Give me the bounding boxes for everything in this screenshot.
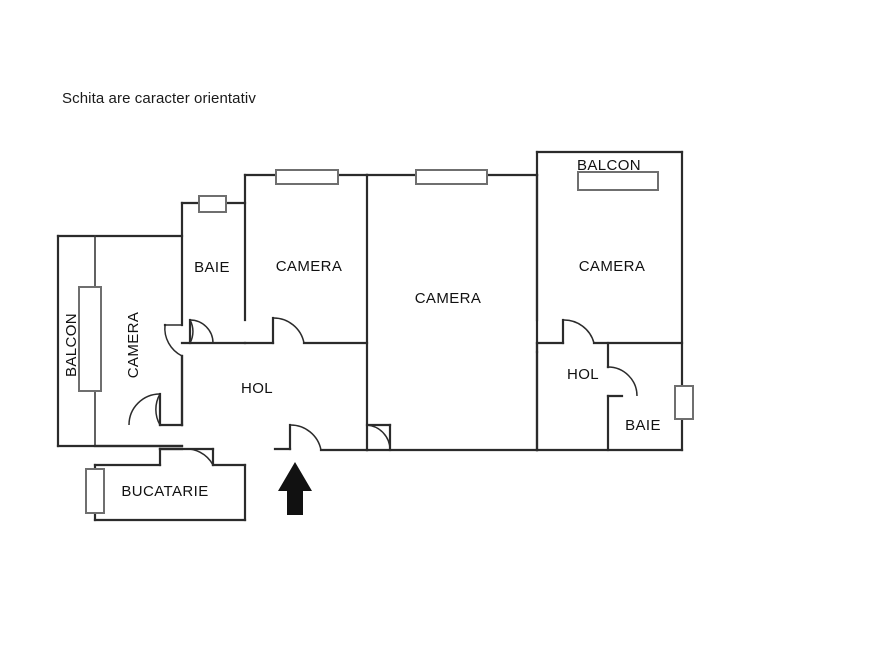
- baie-right-walls: [606, 341, 624, 452]
- room-label-camera-middle: CAMERA: [415, 290, 482, 307]
- room-label-balcon-right: BALCON: [577, 157, 641, 174]
- camera-middle-walls: [365, 173, 539, 452]
- door-camera-left-hol: [164, 324, 183, 357]
- door-hol-left: [155, 393, 161, 426]
- hol-left-walls: [158, 392, 369, 522]
- door-baie-left: [182, 319, 194, 344]
- room-label-camera-left: CAMERA: [125, 312, 142, 379]
- door-hol-bucatarie: [181, 448, 214, 466]
- room-label-camera-top: CAMERA: [276, 258, 343, 275]
- entrance-arrow: [278, 462, 312, 515]
- door-camera-right-hol: [562, 319, 595, 344]
- window-camera-top: [275, 169, 339, 185]
- room-label-bucatarie: BUCATARIE: [121, 483, 208, 500]
- window-baie-right: [674, 385, 694, 420]
- plan-note: Schita are caracter orientativ: [62, 90, 256, 107]
- room-label-balcon-left: BALCON: [63, 313, 80, 377]
- balcon-right-walls: [535, 150, 684, 452]
- room-label-baie-left: BAIE: [194, 259, 230, 276]
- room-label-hol-left: HOL: [241, 380, 273, 397]
- window-camera-middle: [415, 169, 488, 185]
- room-label-baie-right: BAIE: [625, 417, 661, 434]
- camera-top-walls: [243, 173, 369, 452]
- window-baie-left: [198, 195, 227, 213]
- room-label-hol-right: HOL: [567, 366, 599, 383]
- camera-right-walls: [535, 173, 684, 452]
- window-balcon-right: [577, 171, 659, 191]
- door-camera-top-hol: [272, 317, 305, 344]
- door-baie-left-arc: [189, 319, 214, 344]
- door-baie-right: [607, 366, 638, 397]
- window-balcon-left: [78, 286, 102, 392]
- door-entrance: [289, 424, 322, 451]
- door-hol-left-inner: [128, 393, 161, 426]
- door-camera-middle-hol: [366, 424, 391, 451]
- window-bucatarie: [85, 468, 105, 514]
- room-label-camera-right: CAMERA: [579, 258, 646, 275]
